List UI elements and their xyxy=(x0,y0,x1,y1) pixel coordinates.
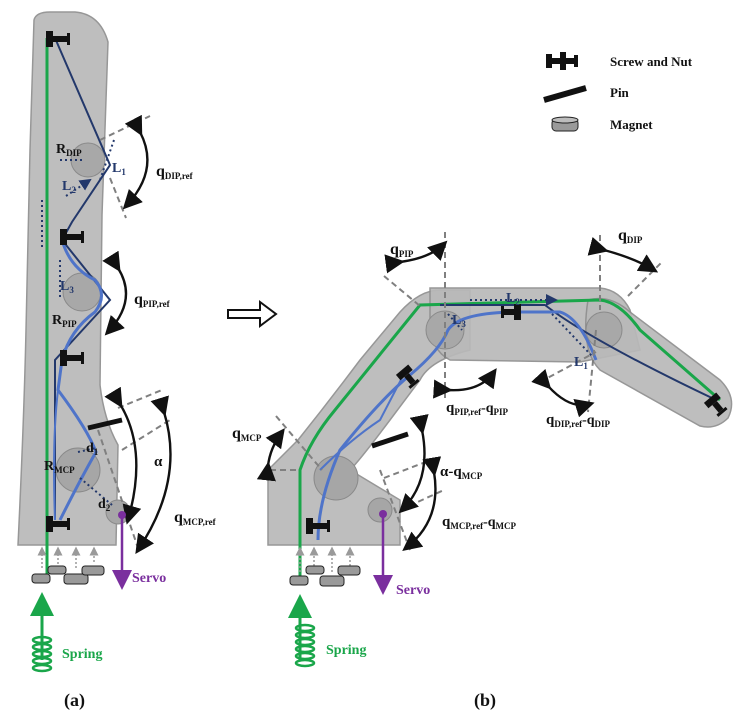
label-d2: d2 xyxy=(98,497,111,513)
label-q-dip: qDIP xyxy=(618,227,643,245)
screw-icon xyxy=(395,364,420,389)
legend-screw-label: Screw and Nut xyxy=(610,54,693,69)
label-l1: L1 xyxy=(112,161,126,177)
label-d1: d1 xyxy=(86,441,99,457)
magnet-icon xyxy=(551,116,579,132)
label-l2: L2 xyxy=(62,179,76,195)
label-pip-diff: qPIP,ref-qPIP xyxy=(446,400,509,417)
legend: Screw and Nut Pin Magnet xyxy=(543,52,693,132)
label-r-dip: RDIP xyxy=(56,142,82,158)
panel-a-angle-arcs xyxy=(102,114,172,554)
label-mcp-diff: qMCP,ref-qMCP xyxy=(442,514,517,531)
label-dip-diff: qDIP,ref-qDIP xyxy=(546,412,611,429)
legend-magnet-label: Magnet xyxy=(610,117,653,132)
label-q-pip: qPIP xyxy=(390,241,414,259)
panel-b-screws xyxy=(306,304,728,534)
label-r-pip: RPIP xyxy=(52,313,77,329)
screw-icon xyxy=(46,516,70,532)
label-q-dip-ref: qDIP,ref xyxy=(156,163,194,181)
servo-label-b: Servo xyxy=(396,583,430,598)
label-alpha-diff: α-qMCP xyxy=(440,464,483,481)
label-l1-b: L1 xyxy=(574,355,588,371)
screw-icon xyxy=(703,392,728,417)
magnet-icon xyxy=(289,565,361,587)
label-q-pip-ref: qPIP,ref xyxy=(134,291,171,309)
screw-icon xyxy=(501,304,521,320)
magnet-icon xyxy=(31,565,105,585)
panel-label-b: (b) xyxy=(474,690,496,711)
screw-icon xyxy=(60,350,84,366)
legend-pin-label: Pin xyxy=(610,85,630,100)
screw-icon xyxy=(306,518,330,534)
screw-icon xyxy=(546,52,578,70)
label-l2-b: L2 xyxy=(506,291,520,307)
panel-a-actuation xyxy=(30,511,132,673)
servo-label-a: Servo xyxy=(132,571,166,586)
panel-b-actuation xyxy=(288,510,393,668)
panel-label-a: (a) xyxy=(64,690,85,711)
panel-b-dimension-lines xyxy=(447,294,593,357)
spring-icon xyxy=(31,635,53,673)
screw-icon xyxy=(46,31,70,47)
panel-a-screws xyxy=(46,31,84,532)
label-q-mcp: qMCP xyxy=(232,425,262,443)
panel-a-dimension-lines xyxy=(41,139,115,506)
panel-b-labels: qPIP qDIP L2 L3 L1 qPIP,ref-qPIP qDIP,re… xyxy=(232,227,643,531)
panel-b-tendons xyxy=(298,298,721,585)
label-r-mcp: RMCP xyxy=(44,459,75,475)
label-q-mcp-ref: qMCP,ref xyxy=(174,509,217,527)
label-alpha: α xyxy=(154,454,163,470)
spring-icon xyxy=(294,623,316,668)
panel-b-angle-arcs xyxy=(256,237,659,551)
panel-a-labels: RDIP L1 L2 qDIP,ref L3 RPIP qPIP,ref d1 … xyxy=(44,142,217,527)
label-l3-b: L3 xyxy=(452,313,466,329)
label-l3: L3 xyxy=(60,279,74,295)
spring-label-a: Spring xyxy=(62,647,102,662)
spring-label-b: Spring xyxy=(326,643,366,658)
screw-icon xyxy=(60,229,84,245)
pin-icon xyxy=(543,85,587,103)
transition-arrow-icon xyxy=(227,300,278,328)
